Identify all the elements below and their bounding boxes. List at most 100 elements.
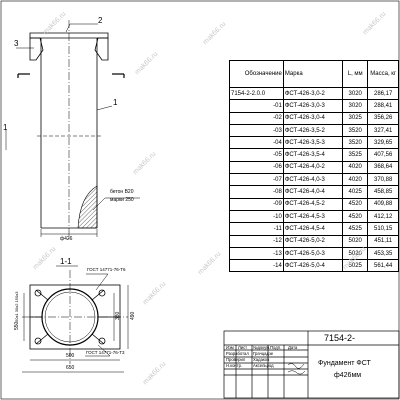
table-cell: 368,64 bbox=[367, 160, 399, 175]
table-cell: 4520 bbox=[342, 209, 369, 224]
table-cell: -08 bbox=[229, 185, 284, 199]
table-cell: 3020 bbox=[342, 99, 369, 113]
gost-bottom: ГОСТ 14771-76-Т3 bbox=[86, 350, 125, 355]
gusset-left bbox=[29, 37, 44, 61]
dim-left: 50х1 30х2 150х3 bbox=[14, 291, 19, 322]
dim-550: 550 bbox=[14, 321, 20, 330]
table-cell: ФСТ-426-4,0-3 bbox=[282, 173, 344, 187]
table-cell: 329,65 bbox=[367, 136, 399, 150]
gusset-right bbox=[94, 37, 109, 61]
table-cell: -03 bbox=[229, 123, 284, 138]
table-cell: 4025 bbox=[342, 185, 369, 199]
table-cell: ФСТ-426-3,5-2 bbox=[282, 123, 344, 138]
table-cell: -07 bbox=[229, 173, 284, 187]
signature bbox=[287, 363, 305, 369]
drawing-subtitle: ф426мм bbox=[334, 372, 362, 379]
tb-role-1: Разработал bbox=[226, 351, 249, 356]
table-cell: -10 bbox=[229, 209, 284, 224]
elevation-view bbox=[5, 20, 140, 240]
table-cell: 7154-2-2.0.0 bbox=[229, 86, 284, 101]
bolt-hole bbox=[34, 289, 42, 297]
col-header: Масса, кг bbox=[367, 60, 399, 88]
concrete-note-2: марки 250 bbox=[110, 197, 134, 203]
table-cell: 407,56 bbox=[367, 148, 399, 162]
tb-role-2: Проверил bbox=[226, 357, 246, 362]
table-cell: 412,12 bbox=[367, 209, 399, 224]
tb-col-doc: №докум. bbox=[253, 345, 271, 350]
table-cell: 356,26 bbox=[367, 111, 399, 125]
drawing-code: 7154-2- bbox=[324, 333, 356, 343]
table-cell: -13 bbox=[229, 246, 284, 261]
table-cell: 561,44 bbox=[367, 259, 399, 273]
table-cell: ФСТ-426-4,5-2 bbox=[282, 197, 344, 211]
col-header: Обозначение bbox=[229, 60, 284, 88]
callout-2: 2 bbox=[98, 16, 103, 25]
table-cell: ФСТ-426-4,0-2 bbox=[282, 160, 344, 175]
table-cell: ФСТ-426-3,5-4 bbox=[282, 148, 344, 162]
dim-380: 380 bbox=[115, 311, 121, 320]
table-cell: ФСТ-426-5,0-4 bbox=[282, 259, 344, 273]
table-cell: -14 bbox=[229, 259, 284, 273]
section-label: 1-1 bbox=[60, 257, 72, 266]
tb-col-sign: Подп. bbox=[270, 345, 282, 350]
table-cell: 510,15 bbox=[367, 222, 399, 236]
col-header: Марка bbox=[282, 60, 344, 88]
col-header: L, мм bbox=[342, 60, 369, 88]
tb-role-3: Н.контр. bbox=[226, 363, 243, 368]
callout-1: 1 bbox=[113, 98, 118, 107]
signature bbox=[287, 370, 306, 375]
table-cell: -12 bbox=[229, 234, 284, 248]
table-cell: 370,88 bbox=[367, 173, 399, 187]
table-cell: 4020 bbox=[342, 173, 369, 187]
dim-500: 500 bbox=[66, 353, 75, 359]
concrete-note-1: бетон В20 bbox=[110, 189, 134, 195]
table-cell: -02 bbox=[229, 111, 284, 125]
tb-col-date: Дата bbox=[288, 345, 298, 350]
tb-name-2: Хадаков bbox=[253, 357, 270, 362]
dim-650: 650 bbox=[66, 365, 75, 371]
concrete-fill bbox=[77, 185, 98, 229]
leader-2 bbox=[65, 23, 98, 33]
bolt-hole bbox=[98, 289, 106, 297]
gost-top: ГОСТ 14771-76-Т6 bbox=[87, 267, 126, 272]
table-cell: 288,41 bbox=[367, 99, 399, 113]
table-cell: 4525 bbox=[342, 222, 369, 236]
table-cell: 327,41 bbox=[367, 123, 399, 138]
table-cell: ФСТ-426-5,0-3 bbox=[282, 246, 344, 261]
table-cell: 5020 bbox=[342, 234, 369, 248]
tb-col-izm: Изм bbox=[226, 345, 234, 350]
leader-concrete bbox=[92, 197, 140, 211]
table-cell: ФСТ-426-4,0-4 bbox=[282, 185, 344, 199]
callout-3: 3 bbox=[14, 39, 19, 48]
table-cell: 3520 bbox=[342, 123, 369, 138]
tb-name-1: Грачцадзе bbox=[253, 351, 274, 356]
table-cell: 3525 bbox=[342, 148, 369, 162]
bolt-hole bbox=[34, 337, 42, 345]
callout-1b: 1 bbox=[3, 123, 8, 132]
table-cell: 451,11 bbox=[367, 234, 399, 248]
table-cell: -01 bbox=[229, 99, 284, 113]
table-cell: ФСТ-426-4,5-3 bbox=[282, 209, 344, 224]
table-cell: 453,35 bbox=[367, 246, 399, 261]
table-cell: 3020 bbox=[342, 86, 369, 101]
title-block bbox=[223, 330, 400, 399]
table-cell: 4520 bbox=[342, 197, 369, 211]
table-cell: ФСТ-426-4,5-4 bbox=[282, 222, 344, 236]
leader-1 bbox=[96, 105, 113, 111]
dim-490: 490 bbox=[130, 311, 136, 320]
